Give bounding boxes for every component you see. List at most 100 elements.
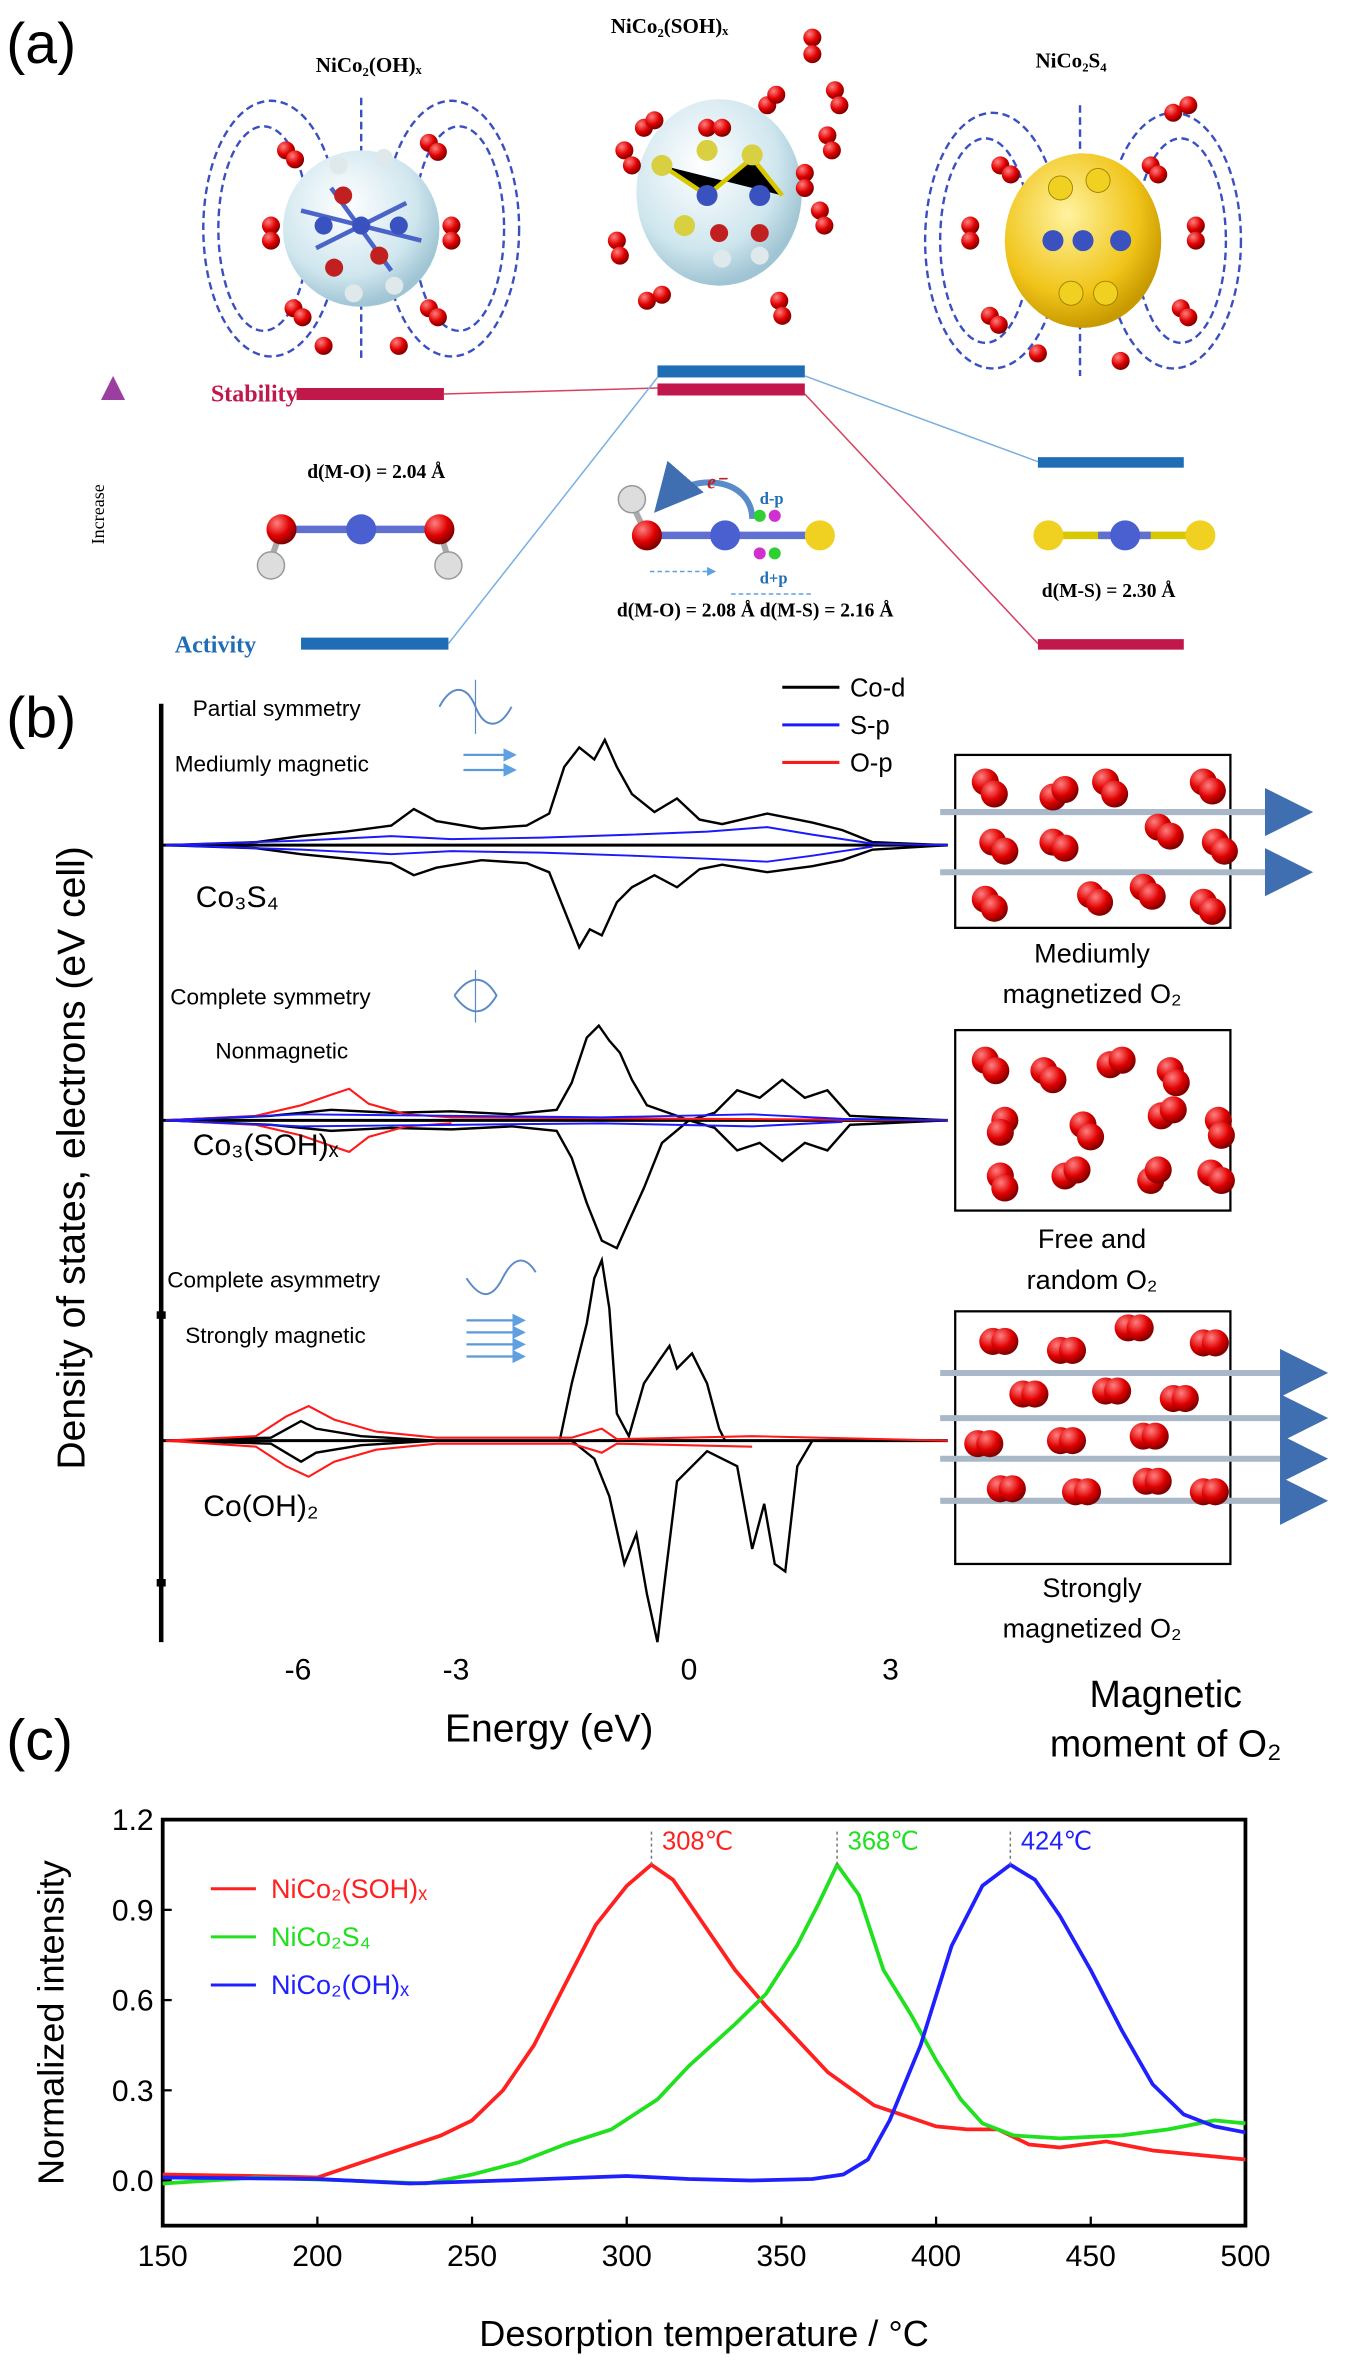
- increase-label: Increase: [88, 484, 108, 544]
- x-tick: -3: [443, 1654, 470, 1687]
- magnetism-label: Nonmagnetic: [215, 1039, 348, 1064]
- box-caption-line2: random O₂: [1027, 1265, 1158, 1295]
- series-line-1: [162, 1862, 1246, 2186]
- x-tick-label: 300: [602, 2240, 652, 2273]
- y-tick-label: 0.0: [112, 2165, 154, 2198]
- dos-o-p: [165, 1404, 948, 1478]
- bond-length-mid-s: d(M-S) = 2.16 Å: [760, 601, 894, 622]
- y-tick-label: 1.2: [112, 1804, 154, 1837]
- panel-c-label: (c): [6, 1708, 73, 1772]
- x-tick: 0: [681, 1654, 698, 1687]
- box-caption-line1: Strongly: [1042, 1573, 1142, 1603]
- sulfohydroxide-bond-model: e⁻ d-p d+p d(M-O) = 2.08 Å d(M-S) = 2.16…: [617, 460, 894, 622]
- x-tick-label: 250: [447, 2240, 497, 2273]
- stability-bar-sulfohydroxide: [657, 383, 805, 396]
- x-tick: 3: [882, 1654, 899, 1687]
- tpd-y-axis-label: Normalized intensity: [30, 1860, 71, 2185]
- y-tick-label: 0.9: [112, 1894, 154, 1927]
- panel-b: (b) Density of states, electrons (eV cel…: [6, 674, 1329, 1764]
- activity-bar-hydroxide: [301, 637, 449, 650]
- x-tick-label: 500: [1220, 2240, 1270, 2273]
- dos-co-d-up: [165, 1255, 727, 1442]
- medium-magnetic-arrows-icon: [463, 748, 517, 777]
- dos-row-co3soh: Complete symmetry Nonmagnetic Co₃(SOH)ₓ: [161, 969, 948, 1250]
- stability-label: Stability: [211, 382, 298, 408]
- dos-row-co3s4: Partial symmetry Mediumly magnetic Co₃S₄: [161, 679, 948, 951]
- tpd-series: 308℃ 368℃ 424℃: [162, 1828, 1246, 2186]
- dos-legend: Co-d S-p O-p: [782, 674, 905, 777]
- magnetic-moment-title-line1: Magnetic: [1089, 1673, 1241, 1715]
- dos-x-ticks: -6 -3 0 3: [285, 1654, 899, 1687]
- tpd-plot-frame: [160, 1817, 1248, 2228]
- activity-bar-sulfide: [1037, 457, 1184, 468]
- legend-o-p: O-p: [850, 749, 893, 777]
- series-line-2: [162, 1862, 1246, 2186]
- x-tick-label: 400: [911, 2240, 961, 2273]
- asymmetry-wave-icon: [465, 1259, 537, 1296]
- symmetry-label: Complete symmetry: [170, 985, 371, 1010]
- tpd-x-axis-label: Desorption temperature / °C: [479, 2313, 929, 2354]
- sulfide-sphere-illustration: [923, 96, 1243, 376]
- series-line-0: [162, 1862, 1246, 2180]
- x-tick: -6: [285, 1654, 312, 1687]
- magnetic-moment-title-line2: moment of O₂: [1050, 1722, 1282, 1764]
- box-caption-line1: Mediumly: [1034, 938, 1150, 968]
- x-tick-label: 200: [292, 2240, 342, 2273]
- stability-bar-hydroxide: [296, 387, 444, 401]
- magnetism-label: Strongly magnetic: [185, 1323, 365, 1348]
- panel-a: (a) NiCo₂(OH)ₓ NiCo₂(SOH)ₓ NiCo₂S₄: [6, 12, 1243, 659]
- structure-title-hydroxide: NiCo₂(OH)ₓ: [316, 53, 423, 77]
- dos-x-axis-label: Energy (eV): [445, 1707, 653, 1750]
- orbital-label-top: d-p: [760, 489, 784, 508]
- bond-length-mid-o: d(M-O) = 2.08 Å: [617, 601, 755, 622]
- sulfohydroxide-sphere-illustration: [607, 28, 849, 325]
- x-tick-label: 450: [1066, 2240, 1116, 2273]
- symmetry-label: Partial symmetry: [193, 696, 362, 721]
- o2-box-medium: Mediumly magnetized O₂: [940, 753, 1314, 1009]
- hydroxide-bond-model: d(M-O) = 2.04 Å: [256, 462, 463, 580]
- orbital-label-bottom: d+p: [760, 568, 788, 587]
- box-caption-line1: Free and: [1038, 1224, 1146, 1254]
- structure-title-sulfide: NiCo₂S₄: [1035, 49, 1107, 73]
- legend-co-d: Co-d: [850, 674, 905, 702]
- dos-s-p: [165, 1113, 948, 1128]
- dos-co-d-up: [165, 737, 948, 847]
- bond-length-right: d(M-S) = 2.30 Å: [1042, 581, 1176, 602]
- dos-co-d-down: [165, 843, 948, 951]
- y-tick-label: 0.6: [112, 1985, 154, 2018]
- y-tick-label: 0.3: [112, 2075, 154, 2108]
- hydroxide-sphere-illustration: [202, 97, 521, 361]
- panel-a-label: (a): [6, 12, 76, 76]
- panel-c: (c) Normalized intensity Desorption temp…: [6, 1708, 1270, 2353]
- peak-label: 424℃: [1021, 1828, 1092, 1856]
- electron-label: e⁻: [707, 473, 729, 494]
- sulfide-bond-model: d(M-S) = 2.30 Å: [1033, 520, 1216, 602]
- bond-length-left: d(M-O) = 2.04 Å: [307, 462, 445, 483]
- tpd-ticks: 150 200 250 300 350 400 450 500 0.0 0.3 0.6 0.9 1.2: [112, 1804, 1271, 2273]
- dos-co-d-down: [165, 1119, 948, 1250]
- panel-b-label: (b): [6, 686, 76, 750]
- compound-label: Co₃S₄: [196, 881, 279, 914]
- x-tick-label: 150: [138, 2240, 188, 2273]
- activity-bar-sulfohydroxide: [657, 365, 805, 378]
- o2-box-free: Free and random O₂: [954, 1028, 1235, 1295]
- dos-s-p: [165, 826, 948, 863]
- peak-label: 308℃: [662, 1828, 733, 1856]
- legend-label: NiCo₂(OH)ₓ: [271, 1970, 409, 2000]
- peak-label: 368℃: [848, 1828, 919, 1856]
- x-tick-label: 350: [756, 2240, 806, 2273]
- box-caption-line2: magnetized O₂: [1003, 1614, 1182, 1644]
- electron-transfer-arrow: [654, 460, 756, 520]
- complete-symmetry-icon: [453, 978, 498, 1013]
- dos-row-cooh2: Complete asymmetry Strongly magnetic Co(…: [161, 1255, 948, 1643]
- structure-title-sulfohydroxide: NiCo₂(SOH)ₓ: [611, 14, 730, 38]
- legend-s-p: S-p: [850, 712, 890, 740]
- legend-label: NiCo₂(SOH)ₓ: [271, 1874, 427, 1904]
- legend-label: NiCo₂S₄: [271, 1922, 371, 1952]
- dos-co-d-down: [165, 1439, 948, 1643]
- compound-label: Co₃(SOH)ₓ: [193, 1129, 339, 1162]
- dos-y-axis-label: Density of states, electrons (eV cell): [50, 846, 93, 1469]
